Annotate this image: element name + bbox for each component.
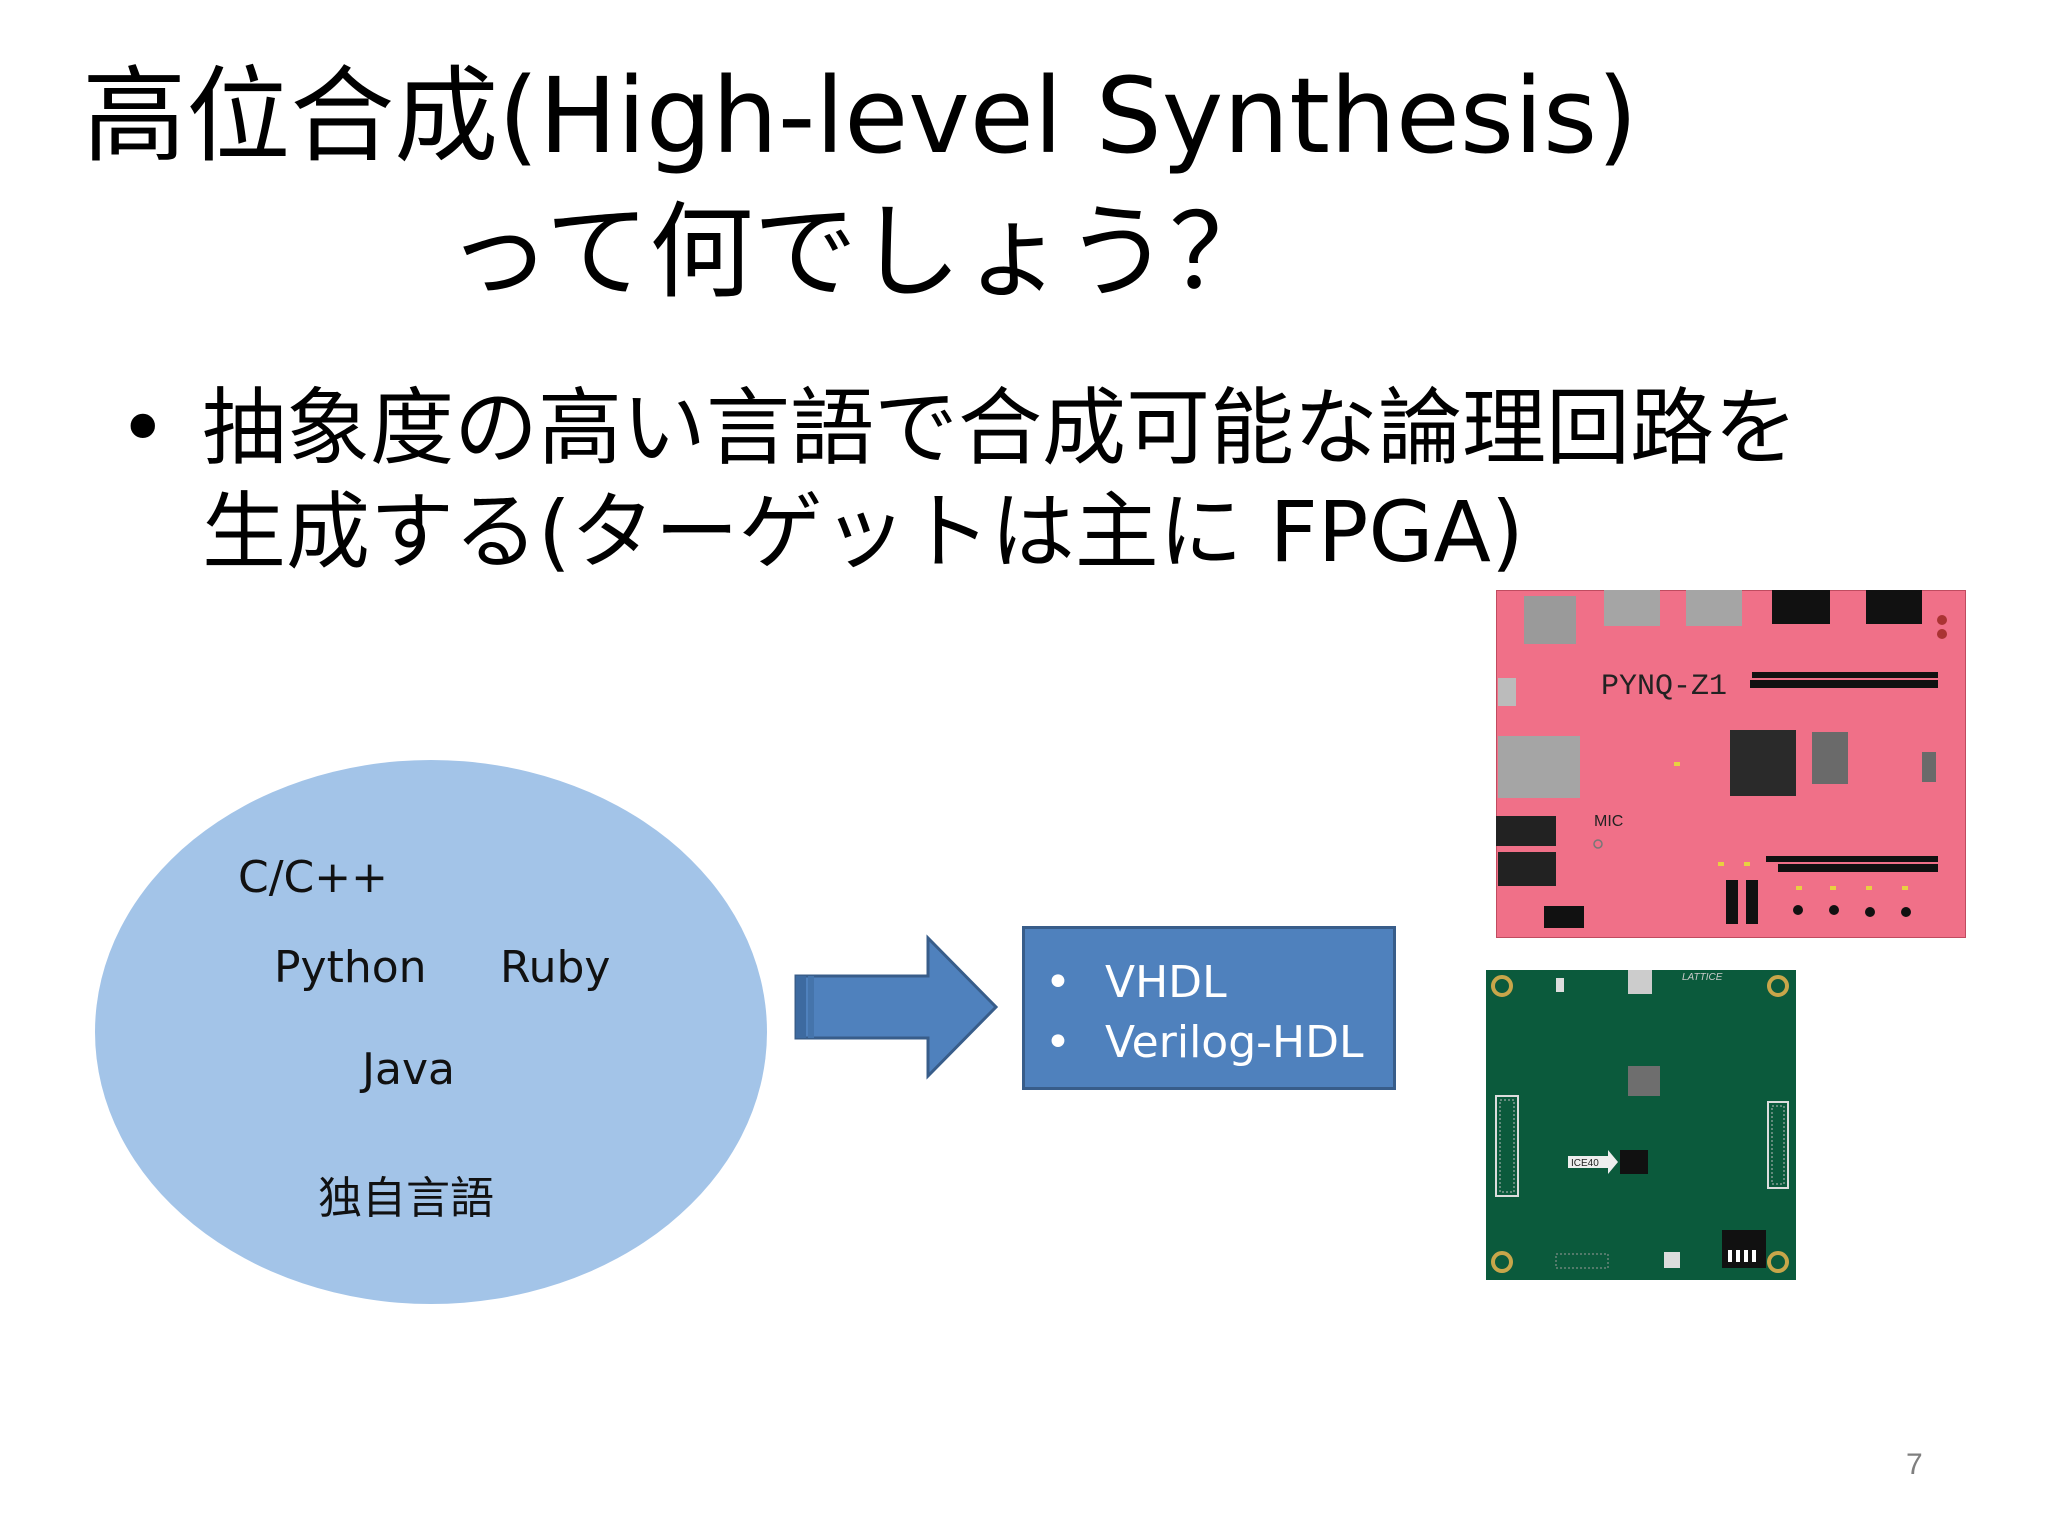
language-label-python: Python (274, 942, 427, 993)
hdl-box: •VHDL •Verilog-HDL (1022, 926, 1396, 1090)
ice40-board-image: LATTICE ICE40 (1486, 970, 1796, 1280)
language-label-c-cpp: C/C++ (238, 852, 389, 903)
title-line-2: って何でしょう？ (446, 191, 1274, 313)
hdl-item-label: Verilog-HDL (1105, 1017, 1364, 1068)
right-arrow-icon (794, 934, 999, 1080)
ice40-brand-label: LATTICE (1682, 972, 1723, 983)
bullet-line-2: 生成する(ターゲットは主に FPGA) (202, 483, 1524, 581)
ice40-chip-label: ICE40 (1571, 1158, 1599, 1169)
pynq-board-label: PYNQ-Z1 (1601, 670, 1727, 704)
page-number: 7 (1906, 1448, 1923, 1481)
pynq-mic-label: MIC (1594, 813, 1623, 830)
hdl-item-label: VHDL (1105, 957, 1227, 1008)
bullet-text: 抽象度の高い言語で合成可能な論理回路を 生成する(ターゲットは主に FPGA) (202, 376, 1798, 584)
language-label-custom: 独自言語 (318, 1173, 494, 1224)
slide-title: 高位合成(High-level Synthesis) って何でしょう？ (0, 48, 1720, 320)
language-label-java: Java (362, 1044, 455, 1095)
bullet-line-1: 抽象度の高い言語で合成可能な論理回路を (202, 379, 1799, 477)
language-label-ruby: Ruby (500, 942, 611, 993)
language-ellipse (95, 760, 767, 1304)
bullet-marker: • (118, 379, 168, 477)
pynq-board-image: PYNQ-Z1 MIC (1496, 590, 1966, 938)
hdl-item-vhdl: •VHDL (1045, 957, 1227, 1008)
hdl-item-verilog: •Verilog-HDL (1045, 1017, 1364, 1068)
title-line-1: 高位合成(High-level Synthesis) (82, 55, 1638, 177)
